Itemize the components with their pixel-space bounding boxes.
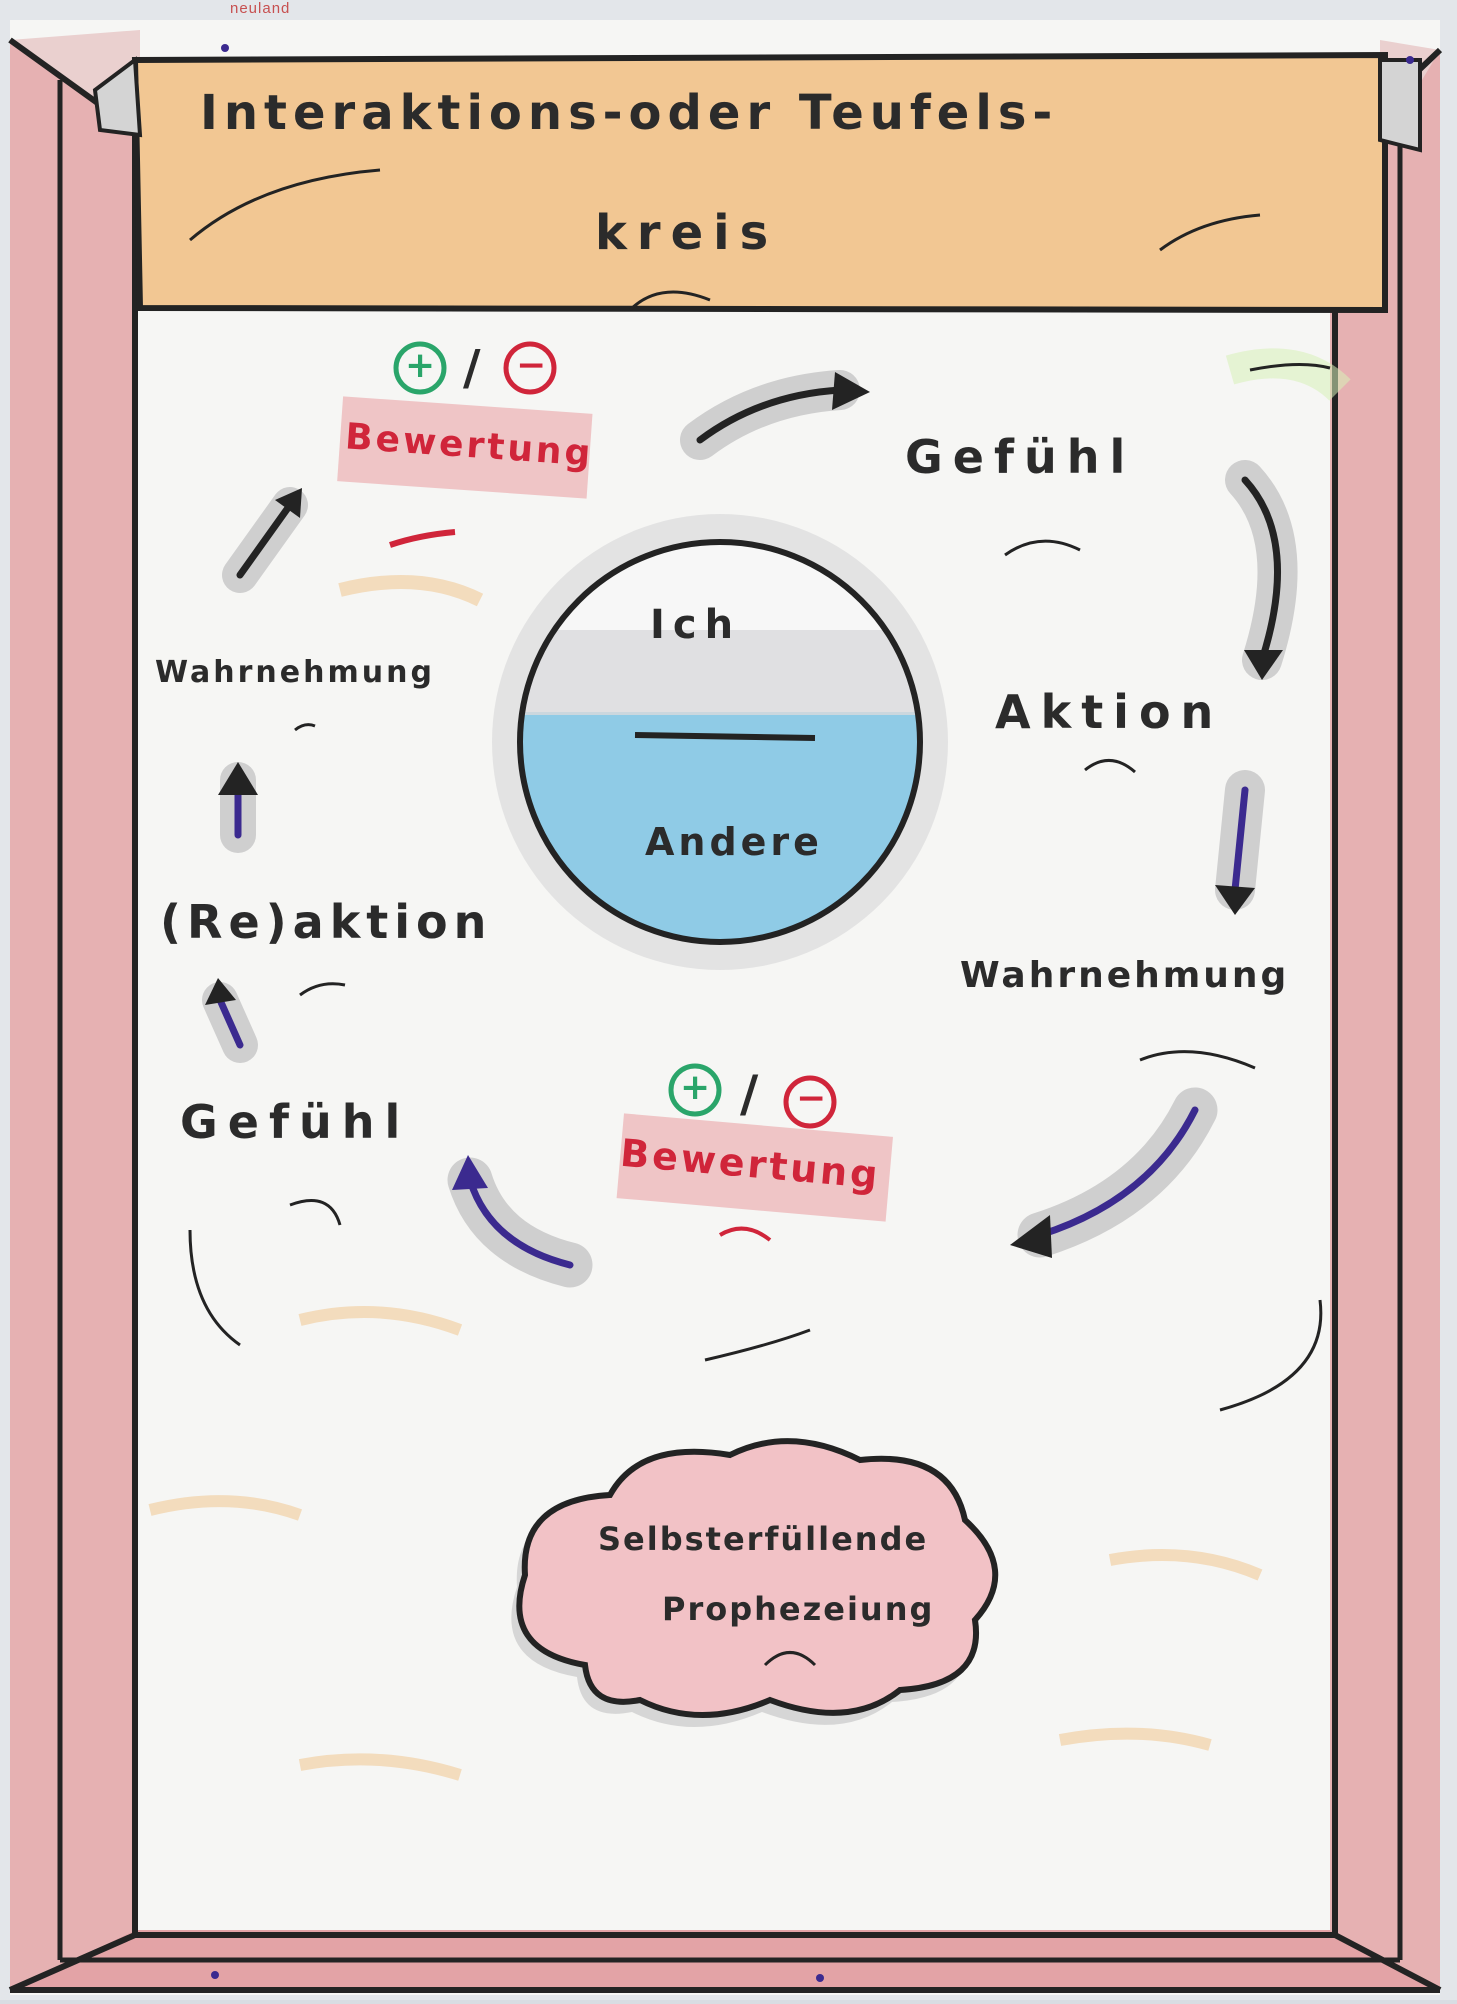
arrowhead: [1215, 885, 1255, 915]
upper-minus-sign: −: [516, 345, 547, 386]
title-banner: [92, 51, 1422, 314]
arrow-to-reaktion: [216, 996, 244, 1049]
left-reaktion-label: (Re)aktion: [160, 895, 493, 949]
lower-slash: /: [740, 1065, 759, 1123]
arrowhead: [205, 978, 236, 1005]
cloud-line1: Selbsterfüllende: [598, 1520, 929, 1558]
right-aktion-label: Aktion: [995, 685, 1224, 739]
red-stroke: [389, 529, 456, 548]
cloud-line2: Prophezeiung: [662, 1590, 935, 1628]
arrowhead: [1244, 650, 1283, 680]
lower-minus-sign: −: [796, 1078, 827, 1119]
arrow-to-upper-bewertung: [236, 501, 294, 579]
left-gefuehl-label: Gefühl: [180, 1095, 411, 1149]
plus-circle-lower: [668, 1063, 722, 1117]
right-gefuehl-label: Gefühl: [905, 430, 1136, 484]
highlight-upper-bewertung: [337, 396, 593, 499]
title-line2: kreis: [595, 205, 779, 261]
title-line1: Interaktions-oder Teufels-: [200, 85, 1059, 141]
arrowhead: [832, 372, 870, 410]
arrow-to-lower-bewertung: [1036, 1106, 1199, 1239]
left-wahrnehmung-label: Wahrnehmung: [155, 655, 435, 690]
arrowhead: [452, 1155, 488, 1190]
minus-circle-upper: [503, 341, 557, 395]
red-stroke: [718, 1226, 772, 1242]
arrowhead: [1010, 1215, 1052, 1258]
cycle-arrows: [202, 370, 1298, 1288]
arrowhead: [218, 762, 258, 795]
arrowhead: [275, 488, 302, 518]
arrow-to-gefuehl-left: [466, 1176, 574, 1269]
brand-logo-text: neuland: [230, 0, 291, 17]
arrow-to-aktion: [1241, 476, 1282, 664]
minus-circle-lower: [783, 1075, 837, 1129]
highlight-lower-bewertung: [616, 1113, 893, 1222]
divider-line: [634, 732, 816, 741]
circle-bottom-label: Andere: [645, 820, 823, 864]
arrow-to-gefuehl-right: [696, 386, 844, 444]
upper-slash: /: [463, 340, 481, 396]
doodle-strokes: [188, 362, 1331, 1412]
circle-top-label: Ich: [650, 602, 742, 648]
plus-circle-upper: [393, 341, 447, 395]
arrow-to-wahrnehmung-right: [1231, 786, 1249, 894]
ich-andere-circle: [492, 514, 948, 970]
right-wahrnehmung-label: Wahrnehmung: [960, 955, 1290, 996]
upper-plus-sign: +: [405, 345, 436, 386]
prophecy-cloud: [511, 1438, 999, 1727]
lower-plus-sign: +: [680, 1067, 711, 1108]
